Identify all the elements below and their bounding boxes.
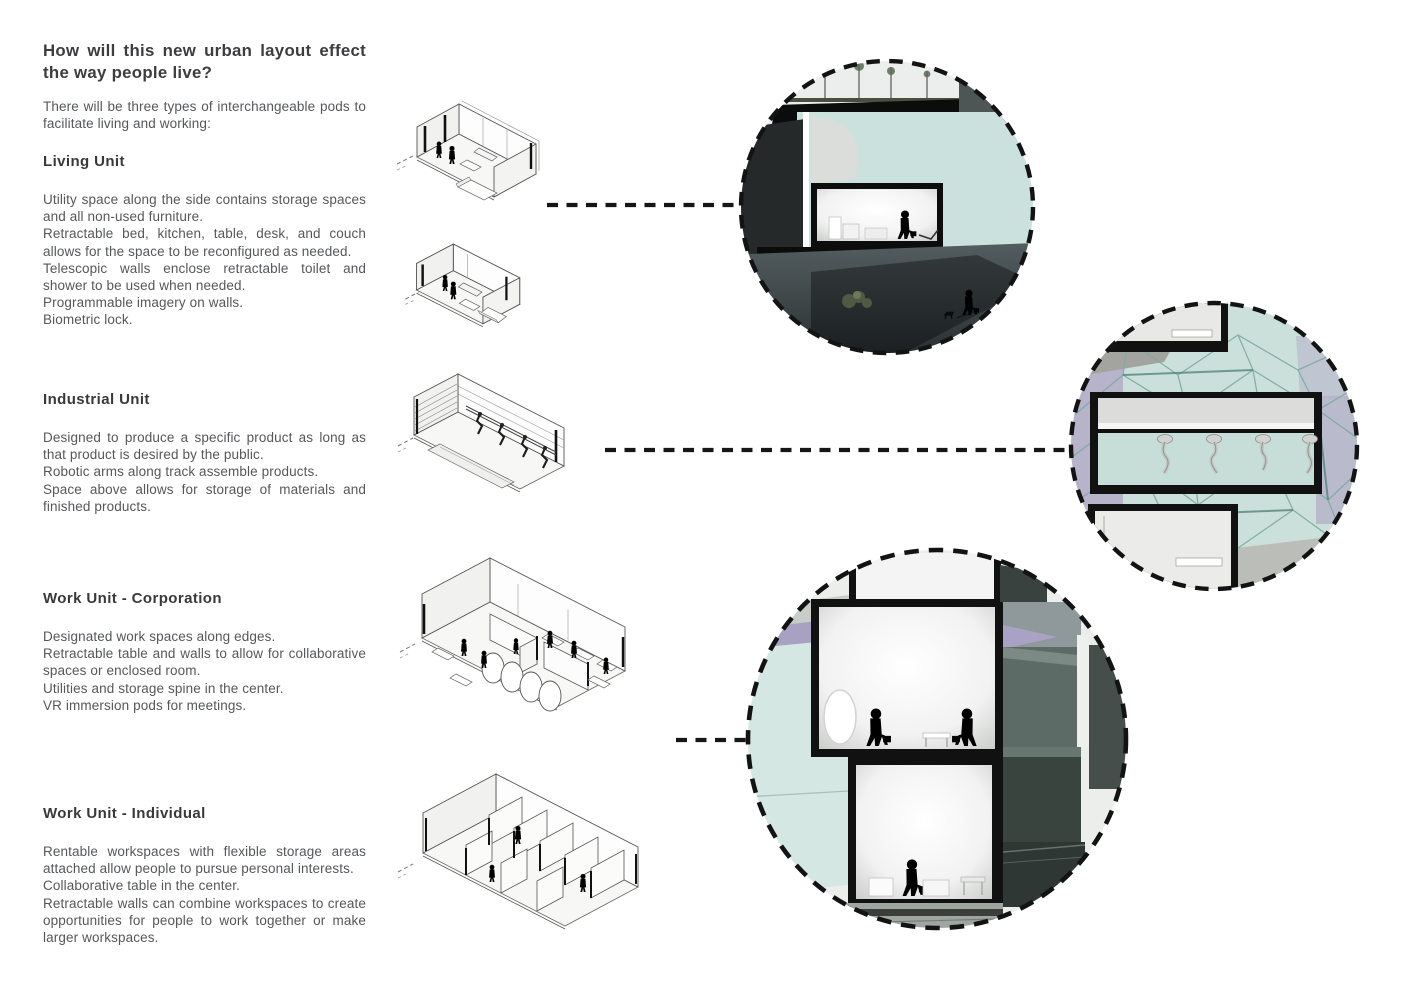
living-unit-axon-1 [396, 100, 540, 201]
connector-industrial [605, 447, 1071, 453]
industrial-paragraph: Designed to produce a specific product a… [43, 430, 366, 463]
work-unit-corporation-axon [399, 557, 626, 712]
section-living-unit: Living Unit Utility space along the side… [43, 153, 366, 329]
work-unit-render-circle [745, 547, 1129, 931]
industrial-paragraph: Robotic arms along track assemble produc… [43, 464, 319, 480]
corporation-paragraph: VR immersion pods for meetings. [43, 697, 247, 713]
corporation-paragraph: Utilities and storage spine in the cente… [43, 680, 284, 696]
individual-paragraph: Rentable workspaces with flexible storag… [43, 844, 366, 877]
intro-block: There will be three types of interchange… [43, 98, 366, 132]
living-paragraph: Biometric lock. [43, 312, 133, 328]
industrial-unit-axon [397, 373, 565, 493]
section-work-individual: Work Unit - Individual Rentable workspac… [43, 805, 366, 946]
living-paragraph: Programmable imagery on walls. [43, 295, 244, 311]
industrial-unit-render-circle [1068, 300, 1360, 592]
living-paragraph: Utility space along the side contains st… [43, 192, 366, 225]
section-industrial-unit: Industrial Unit Designed to produce a sp… [43, 391, 366, 515]
section-title-corporation: Work Unit - Corporation [43, 590, 222, 607]
living-paragraph: Retractable bed, kitchen, table, desk, a… [43, 226, 366, 259]
heading-question: How will this new urban layout effect th… [43, 41, 366, 82]
industrial-paragraph: Space above allows for storage of materi… [43, 481, 366, 514]
section-title-industrial: Industrial Unit [43, 391, 150, 408]
individual-paragraph: Collaborative table in the center. [43, 878, 240, 894]
connector-living [547, 202, 741, 208]
work-unit-individual-axon [397, 773, 639, 930]
living-paragraph: Telescopic walls enclose retractable toi… [43, 260, 366, 294]
corporation-paragraph: Designated work spaces along edges. [43, 629, 276, 644]
corporation-paragraph: Retractable table and walls to allow for… [43, 646, 366, 679]
living-unit-axon-2 [405, 243, 521, 328]
page-title: How will this new urban layout effect th… [43, 40, 366, 83]
living-unit-render-circle [738, 58, 1036, 356]
section-title-living: Living Unit [43, 153, 125, 170]
section-work-corporation: Work Unit - Corporation Designated work … [43, 590, 366, 714]
intro-text: There will be three types of interchange… [43, 99, 366, 132]
individual-paragraph: Retractable walls can combine workspaces… [43, 895, 366, 946]
connector-work [676, 737, 750, 743]
section-title-individual: Work Unit - Individual [43, 805, 206, 822]
